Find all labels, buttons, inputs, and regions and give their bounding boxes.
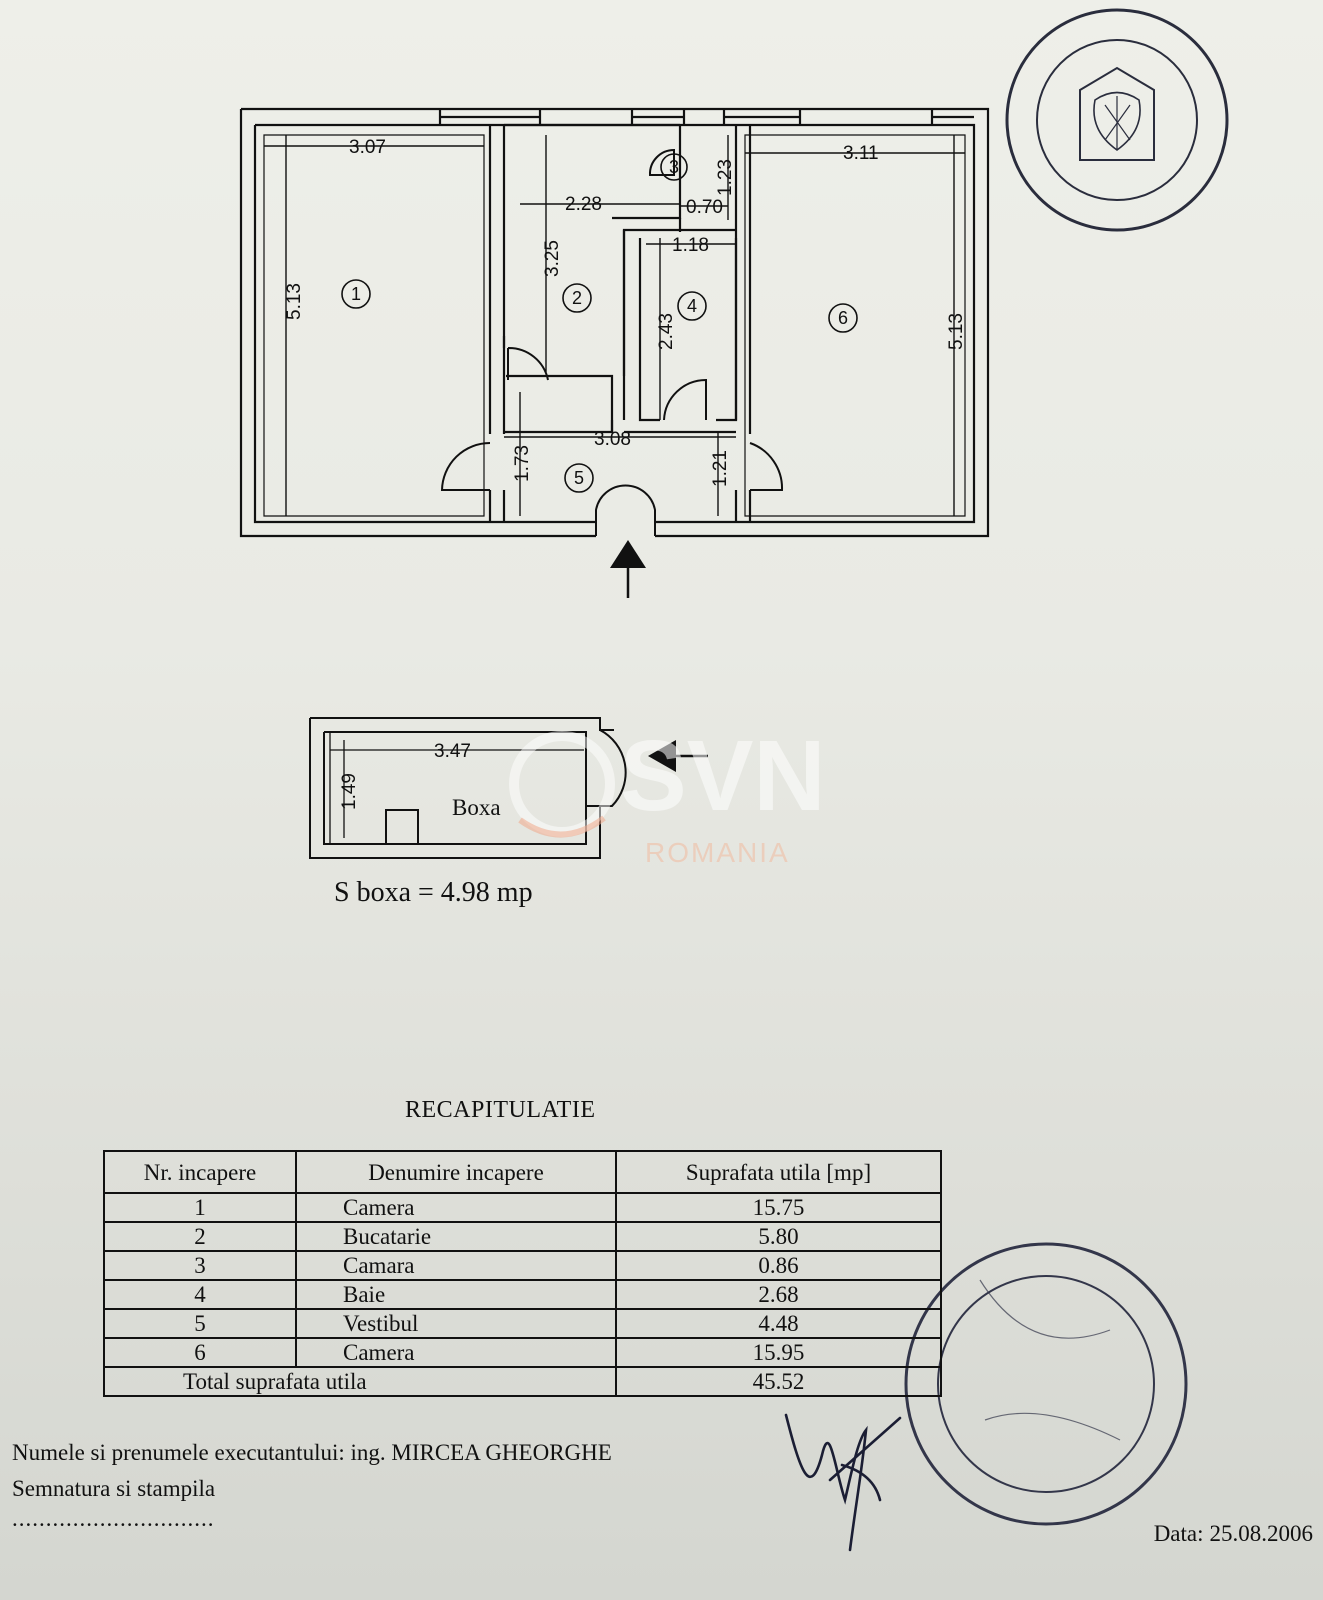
room-number-2: 2 (572, 288, 582, 308)
room-number-4: 4 (687, 296, 697, 316)
room-number-3: 3 (669, 157, 679, 177)
handwritten-signature (784, 1413, 902, 1552)
signature-label: Semnatura si stampila (12, 1476, 216, 1501)
room-name: Camera (295, 1192, 617, 1223)
dim-pantry-width: 0.70 (686, 197, 723, 218)
dimension-lines (264, 135, 965, 516)
dim-hall-width: 3.08 (594, 429, 631, 450)
room-nr: 3 (103, 1250, 297, 1281)
authorization-stamp (904, 1242, 1188, 1526)
total-row: Total suprafata utila 45.52 (103, 1366, 942, 1397)
boxa-area-text: S boxa = 4.98 mp (334, 877, 533, 908)
executant-name: Numele si prenumele executantului: ing. … (12, 1440, 612, 1465)
room-nr: 1 (103, 1192, 297, 1223)
room-name: Vestibul (295, 1308, 617, 1339)
dim-hall-left: 1.73 (512, 445, 533, 482)
room-nr: 4 (103, 1279, 297, 1310)
date-label: Data: (1153, 1521, 1204, 1546)
dim-boxa-width: 3.47 (434, 741, 471, 762)
cadastre-stamp (1005, 8, 1229, 232)
room-number-1: 1 (351, 284, 361, 304)
total-value: 45.52 (615, 1366, 942, 1397)
watermark-sub: ROMANIA (645, 837, 790, 868)
room-area: 2.68 (615, 1279, 942, 1310)
dim-room6-length: 5.13 (946, 313, 967, 350)
date-value: 25.08.2006 (1209, 1521, 1314, 1546)
room-area: 0.86 (615, 1250, 942, 1281)
door-swings (440, 148, 784, 536)
room-area: 5.80 (615, 1221, 942, 1252)
room-name: Baie (295, 1279, 617, 1310)
room-name: Camara (295, 1250, 617, 1281)
room-nr: 5 (103, 1308, 297, 1339)
recap-table: Nr. incapere Denumire incapere Suprafata… (103, 1150, 942, 1397)
room-area: 4.48 (615, 1308, 942, 1339)
boxa-label: Boxa (452, 795, 501, 820)
dim-bath-width: 1.18 (672, 235, 709, 256)
entrance-arrow-icon (610, 540, 646, 598)
header-room-number: Nr. incapere (103, 1150, 297, 1194)
room-number-5: 5 (574, 468, 584, 488)
room-area: 15.95 (615, 1337, 942, 1368)
dim-room6-width: 3.11 (843, 143, 879, 164)
dim-hall-right: 1.21 (710, 450, 731, 487)
table-row: 1 Camera 15.75 (103, 1192, 942, 1223)
table-row: 4 Baie 2.68 (103, 1279, 942, 1310)
signature-line: .............................. (12, 1506, 215, 1531)
total-label: Total suprafata utila (103, 1366, 617, 1397)
dim-kitchen-width: 2.28 (565, 194, 602, 215)
room-number-6: 6 (838, 308, 848, 328)
apartment-walls (239, 107, 990, 538)
header-room-area: Suprafata utila [mp] (615, 1150, 942, 1194)
recap-header-row: Nr. incapere Denumire incapere Suprafata… (103, 1150, 942, 1194)
dim-room1-length: 5.13 (284, 283, 305, 320)
recap-title: RECAPITULATIE (405, 1097, 596, 1123)
table-row: 5 Vestibul 4.48 (103, 1308, 942, 1339)
dim-boxa-depth: 1.49 (339, 773, 360, 810)
boxa-entrance-arrow-icon (648, 740, 708, 772)
svn-watermark-logo: SVN ROMANIA (509, 720, 826, 868)
header-room-name: Denumire incapere (295, 1150, 617, 1194)
room-nr: 2 (103, 1221, 297, 1252)
room-nr: 6 (103, 1337, 297, 1368)
watermark-brand: SVN (620, 720, 826, 832)
table-row: 2 Bucatarie 5.80 (103, 1221, 942, 1252)
table-row: 6 Camera 15.95 (103, 1337, 942, 1368)
dim-room1-width: 3.07 (349, 137, 386, 158)
dim-kitchen-length: 3.25 (542, 240, 563, 277)
storage-walls (309, 717, 627, 859)
dim-bath-length: 2.43 (656, 313, 677, 350)
room-name: Bucatarie (295, 1221, 617, 1252)
room-name: Camera (295, 1337, 617, 1368)
document-date: Data:25.08.2006 (1148, 1521, 1313, 1547)
table-row: 3 Camara 0.86 (103, 1250, 942, 1281)
room-markers (341, 153, 858, 493)
dim-pantry-length: 1.23 (715, 159, 736, 196)
room-area: 15.75 (615, 1192, 942, 1223)
